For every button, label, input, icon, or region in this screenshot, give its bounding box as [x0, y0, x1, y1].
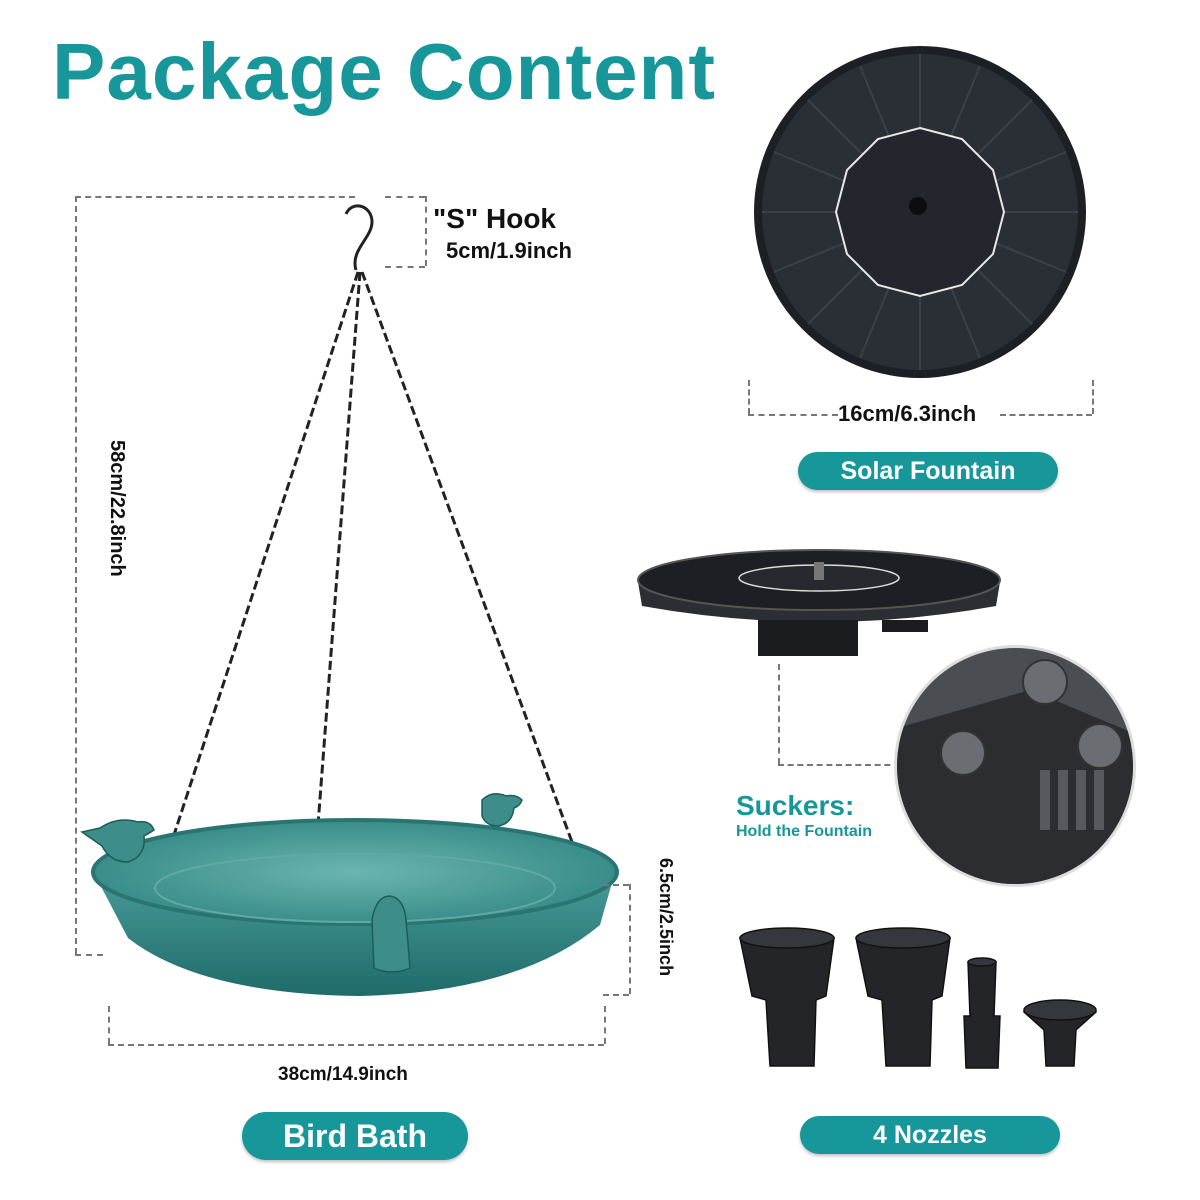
nozzles-label: 4 Nozzles — [800, 1116, 1060, 1154]
depth-top-guide — [603, 884, 629, 886]
solar-fountain-label: Solar Fountain — [798, 452, 1058, 490]
fountain-diameter-label: 16cm/6.3inch — [838, 401, 977, 426]
fountain-left-guide — [748, 380, 750, 414]
fountain-guide-right — [1000, 414, 1092, 416]
hook-top-guide — [385, 196, 425, 198]
height-bottom-guide — [75, 954, 103, 956]
bird-bath-label: Bird Bath — [242, 1112, 468, 1160]
diameter-guide — [108, 1044, 604, 1046]
hook-size: 5cm/1.9inch — [446, 238, 572, 263]
diameter-left-guide — [108, 1006, 110, 1044]
diameter-right-guide — [604, 1006, 606, 1044]
fountain-guide-left — [748, 414, 838, 416]
diameter-label: 38cm/14.9inch — [278, 1064, 408, 1085]
suckers-title: Suckers: — [736, 790, 855, 821]
hook-label: "S" Hook — [433, 203, 557, 234]
height-guide — [75, 196, 77, 954]
sucker-guide — [778, 664, 780, 764]
height-top-guide — [75, 196, 355, 198]
depth-guide — [629, 884, 631, 994]
sucker-guide-horizontal — [778, 764, 900, 766]
page-title: Package Content — [52, 27, 717, 116]
hook-bottom-guide — [385, 266, 425, 268]
hook-guide — [425, 196, 427, 266]
suckers-subtitle: Hold the Fountain — [736, 823, 872, 840]
fountain-right-guide — [1092, 380, 1094, 414]
depth-bottom-guide — [603, 994, 629, 996]
